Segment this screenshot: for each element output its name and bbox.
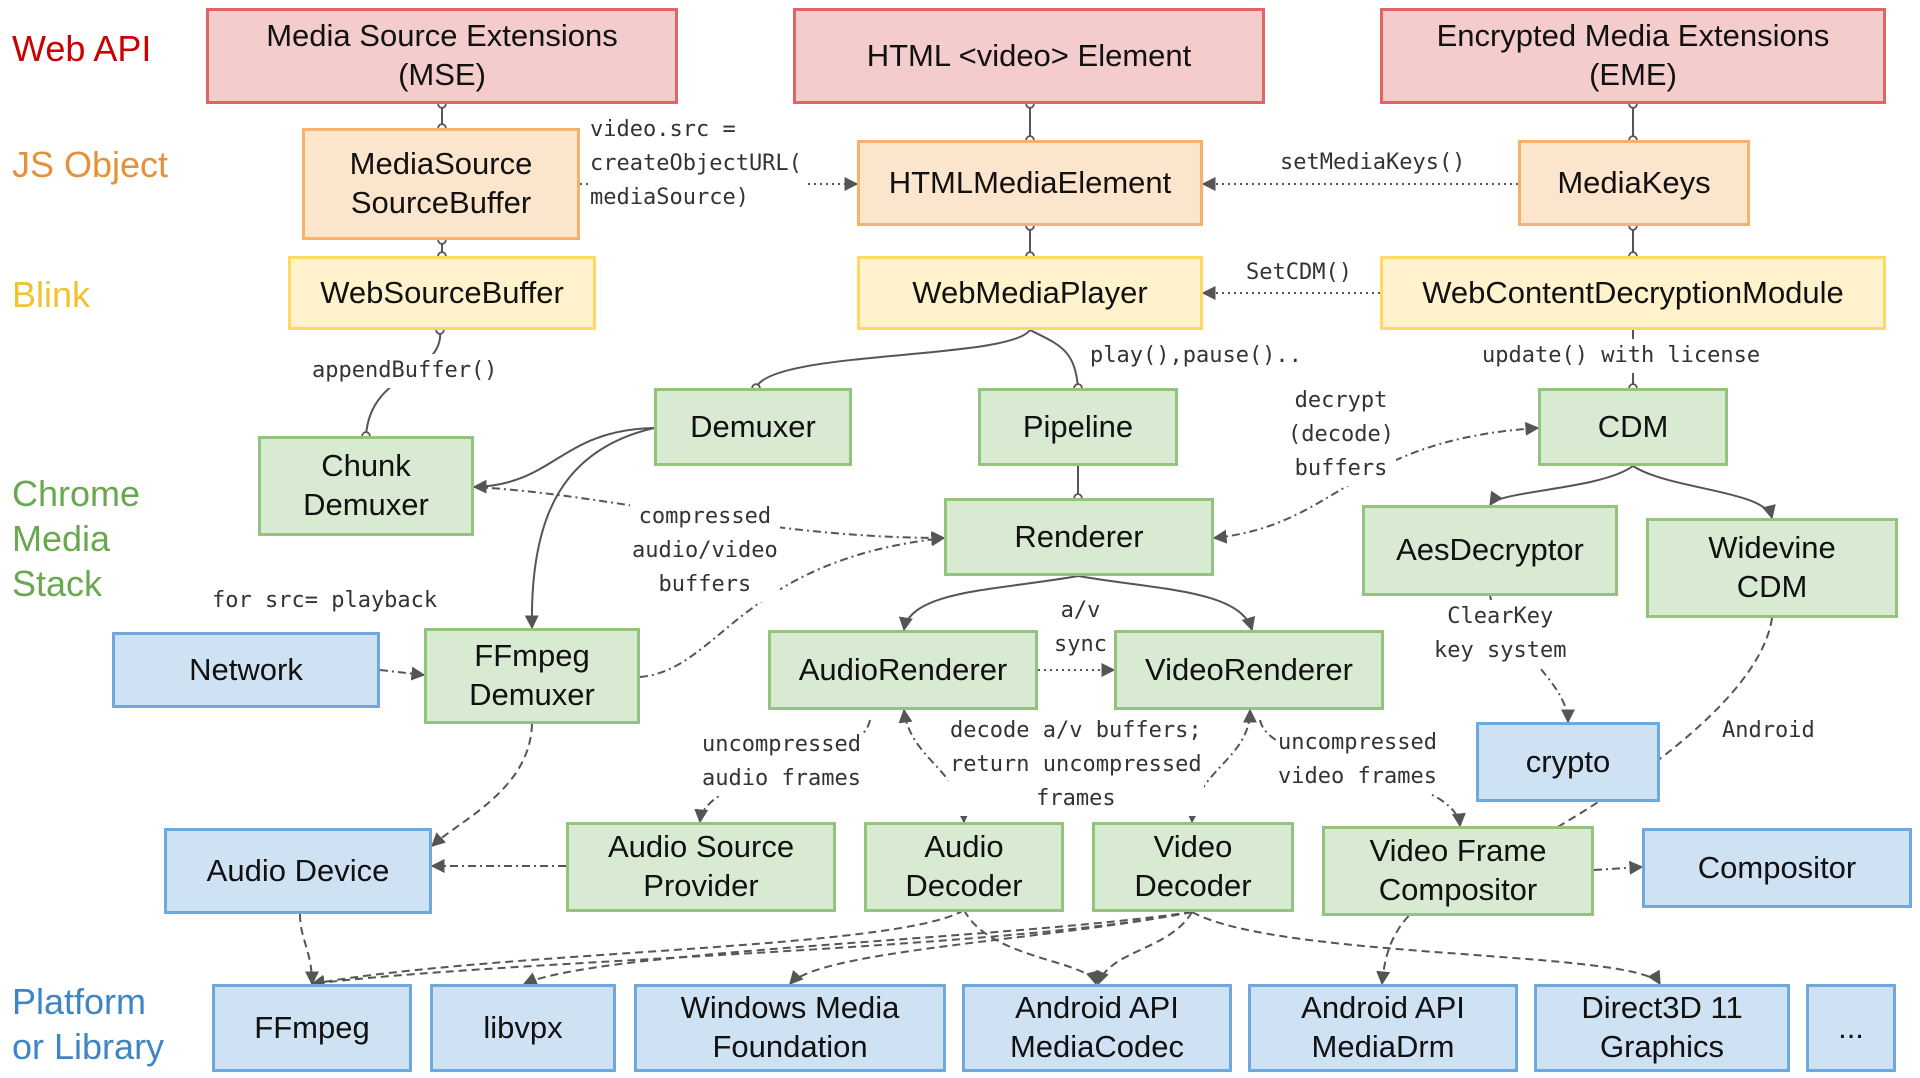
edge-label-for-src-playback: for src= playback	[210, 584, 440, 619]
box-demuxer: Demuxer	[654, 388, 852, 466]
layer-label-web-api: Web API	[12, 28, 152, 69]
edge-label-update-with-license: update() with license	[1480, 339, 1763, 374]
box-webmediaplayer: WebMediaPlayer	[857, 256, 1203, 330]
box-android-mediadrm: Android API MediaDrm	[1248, 984, 1518, 1072]
edge-videodecoder-wmf	[789, 911, 1193, 986]
box-videorenderer: VideoRenderer	[1114, 630, 1384, 710]
box-audio-decoder: Audio Decoder	[864, 822, 1064, 912]
box-websourcebuffer: WebSourceBuffer	[288, 256, 596, 330]
edge-cdm-widevine	[1632, 465, 1776, 520]
edge-label-set-cdm: SetCDM()	[1244, 256, 1354, 291]
edge-demuxer-chunkdemuxer	[472, 427, 655, 494]
box-mediakeys: MediaKeys	[1518, 140, 1750, 226]
box-windows-media-foundation: Windows Media Foundation	[634, 984, 946, 1072]
edge-audiodecoder-mediacodec	[963, 909, 1100, 986]
box-htmlmediaelement: HTMLMediaElement	[857, 140, 1203, 226]
box-mediasource-sourcebuffer: MediaSource SourceBuffer	[302, 128, 580, 240]
box-ffmpeg-demuxer: FFmpeg Demuxer	[424, 628, 640, 724]
edge-webmediaplayer-demuxer	[751, 329, 1031, 393]
box-libvpx: libvpx	[430, 984, 616, 1072]
edge-videorenderer-videoframecompositor	[1259, 719, 1466, 828]
box-renderer: Renderer	[944, 498, 1214, 576]
edge-audiodevice-ffmpeg	[299, 913, 319, 986]
edge-label-decrypt-buffers: decrypt (decode) buffers	[1286, 384, 1396, 487]
edge-label-decode-av-buffers: decode a/v buffers; return uncompressed …	[948, 714, 1204, 817]
box-audio-source-provider: Audio Source Provider	[566, 822, 836, 912]
edge-videodecoder-d3d11	[1191, 911, 1661, 986]
edge-demuxer-ffmpegdemuxer	[524, 427, 655, 630]
edge-cdm-aesdecryptor	[1489, 465, 1634, 507]
layer-label-platform-or-library: Platform or Library	[12, 981, 165, 1067]
box-android-mediacodec: Android API MediaCodec	[962, 984, 1232, 1072]
edge-label-clearkey-key-system: ClearKey key system	[1432, 600, 1569, 669]
edge-ffmpegdemuxer-renderer	[639, 532, 946, 678]
box-video-decoder: Video Decoder	[1092, 822, 1294, 912]
edge-label-set-media-keys: setMediaKeys()	[1278, 146, 1468, 181]
layer-label-chrome-media-stack: Chrome Media Stack	[12, 473, 141, 604]
edge-label-append-buffer: appendBuffer()	[310, 354, 500, 389]
edge-label-video-src: video.src = createObjectURL( mediaSource…	[588, 113, 804, 216]
box-aesdecryptor: AesDecryptor	[1362, 505, 1618, 596]
edge-videodecoder-ffmpeg	[310, 911, 1193, 990]
box-eme: Encrypted Media Extensions (EME)	[1380, 8, 1886, 104]
edge-renderer-audiorenderer	[898, 575, 1079, 632]
box-widevine-cdm: Widevine CDM	[1646, 518, 1898, 618]
box-chunk-demuxer: Chunk Demuxer	[258, 436, 474, 536]
box-pipeline: Pipeline	[978, 388, 1178, 466]
edge-webmediaplayer-pipeline	[1029, 329, 1083, 393]
box-audiorenderer: AudioRenderer	[768, 630, 1038, 710]
box-direct3d-11-graphics: Direct3D 11 Graphics	[1534, 984, 1790, 1072]
edge-videodecoder-mediacodec	[1095, 911, 1193, 986]
edge-label-compressed-buffers: compressed audio/video buffers	[630, 500, 780, 603]
edge-label-android: Android	[1720, 714, 1817, 749]
box-network: Network	[112, 632, 380, 708]
box-video-frame-compositor: Video Frame Compositor	[1322, 826, 1594, 916]
box-compositor: Compositor	[1642, 828, 1912, 908]
edge-videoframecompositor-compositor	[1593, 860, 1644, 875]
edge-label-uncompressed-video-frames: uncompressed video frames	[1276, 726, 1439, 795]
edge-videodecoder-libvpx	[522, 911, 1193, 986]
edge-network-ffmpegdemuxer	[379, 666, 426, 681]
box-audio-device: Audio Device	[164, 828, 432, 914]
edge-ffmpegdemuxer-audiodevice	[430, 723, 533, 847]
box-html-video-element: HTML <video> Element	[793, 8, 1265, 104]
edge-label-uncompressed-audio-frames: uncompressed audio frames	[700, 728, 863, 797]
layer-label-blink: Blink	[12, 274, 91, 315]
box-crypto: crypto	[1476, 722, 1660, 802]
edge-label-play-pause: play(),pause()..	[1088, 339, 1304, 374]
box-more: ...	[1806, 984, 1896, 1072]
box-ffmpeg: FFmpeg	[212, 984, 412, 1072]
edge-renderer-videorenderer	[1077, 575, 1256, 632]
layer-label-js-object: JS Object	[12, 144, 169, 185]
box-webcontentdecryptionmodule: WebContentDecryptionModule	[1380, 256, 1886, 330]
edge-label-av-sync: a/v sync	[1052, 594, 1109, 663]
edge-audiodecoder-ffmpeg	[310, 909, 965, 989]
box-cdm: CDM	[1538, 388, 1728, 466]
box-mse: Media Source Extensions (MSE)	[206, 8, 678, 104]
